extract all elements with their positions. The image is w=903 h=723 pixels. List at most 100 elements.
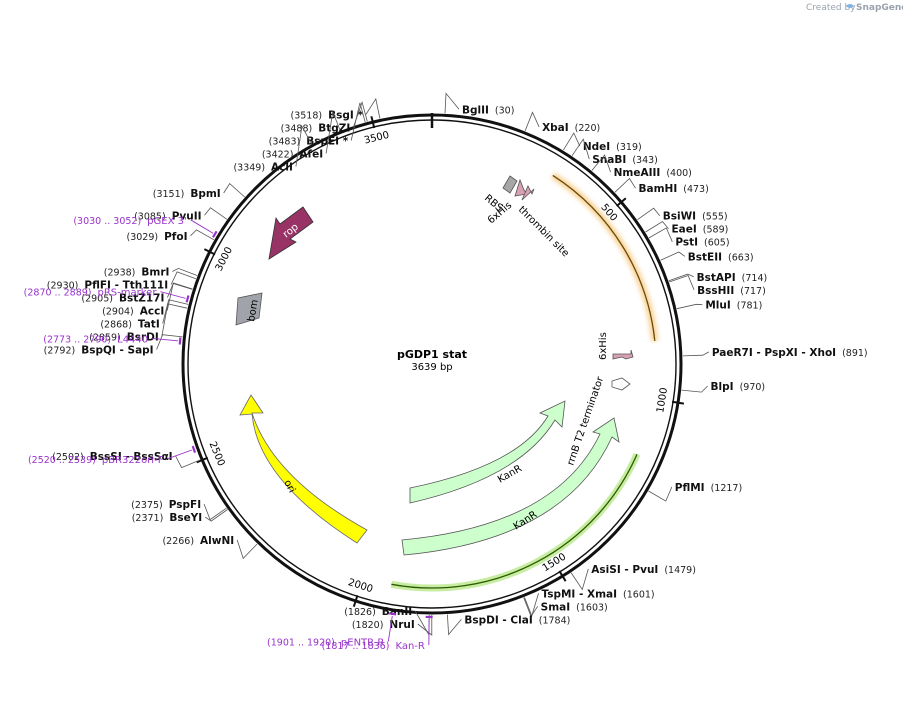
kanr-feature-2[interactable] — [401, 417, 620, 556]
rop-feature[interactable] — [268, 206, 314, 260]
site-name: NdeI — [583, 141, 610, 153]
his-tag-top-feature[interactable] — [514, 178, 528, 197]
site-bstapi[interactable]: BstAPI(714) — [668, 272, 767, 284]
site-bspqi-sapi[interactable]: (2792)BspQI - SapI — [44, 334, 183, 357]
site-blpi[interactable]: BlpI(970) — [681, 381, 766, 393]
primer-pentr-r[interactable]: (1901 .. 1920)pENTR-R — [267, 612, 397, 649]
plasmid-title: pGDP1 stat — [397, 348, 467, 361]
site-bpmi[interactable]: (3151)BpmI — [153, 182, 245, 200]
primer-l4440[interactable]: (2773 .. 2790)L4440 — [43, 334, 182, 345]
tick-500 — [616, 197, 627, 207]
rbs-feature[interactable] — [502, 175, 518, 194]
site-name: SmaI — [541, 601, 571, 613]
primer-pgex-3[interactable]: (3030 .. 3052)pGEX 3' — [73, 216, 218, 238]
ori-feature[interactable] — [239, 394, 368, 544]
site-pspfi[interactable]: (2375)PspFI — [131, 499, 227, 521]
site-pflmi[interactable]: PflMI(1217) — [648, 482, 743, 502]
site-name: AccI — [140, 305, 164, 317]
site-leader-line — [417, 615, 433, 636]
site-leader-line — [325, 110, 341, 154]
site-psti[interactable]: PstI(605) — [648, 227, 730, 249]
site-leader-line — [365, 97, 381, 119]
site-name: BspDI - ClaI — [464, 614, 532, 626]
site-nmeaiii[interactable]: NmeAIII(400) — [591, 154, 692, 179]
site-label: NmeAIII(400) — [614, 167, 692, 179]
primer-pbr322ori-f[interactable]: (2520 .. 2539)pBR322ori-F — [28, 445, 197, 466]
site-bsteii[interactable]: BstEII(663) — [660, 251, 754, 263]
site-name: BssHII — [697, 285, 734, 297]
site-nrui[interactable]: (1820)NruI — [352, 615, 433, 636]
site-acci[interactable]: (2904)AccI — [102, 282, 193, 318]
site-bsiwi[interactable]: BsiWI(555) — [637, 207, 728, 223]
site-leader-line — [172, 267, 198, 276]
site-leader-line — [563, 132, 581, 151]
site-position: (1601) — [623, 589, 655, 600]
site-label: PflMI(1217) — [675, 482, 742, 494]
site-pflfi-tth111i[interactable]: (2930)PflFI - Tth111I — [47, 271, 197, 292]
site-bmri[interactable]: (2938)BmrI — [104, 266, 198, 278]
kanr-feature-1[interactable] — [409, 400, 566, 504]
site-bsssi-bsss-i[interactable]: (2502)BssSI - BssSαI — [52, 451, 201, 469]
site-bspei[interactable]: (3483)BspEI * — [269, 102, 366, 148]
bom-label: bom — [246, 299, 261, 323]
site-xbai[interactable]: XbaI(220) — [524, 111, 600, 134]
site-leader-line — [637, 207, 661, 221]
site-ndei[interactable]: NdeI (319) — [563, 132, 642, 153]
primer-prs-marker[interactable]: (2870 .. 2889)pRS-marker — [24, 288, 190, 303]
primer-kan-r[interactable]: (1817 .. 1836)Kan-R — [322, 615, 433, 652]
site-bseyi[interactable]: (2371)BseYI — [132, 509, 228, 525]
site-snabi[interactable]: SnaBI(343) — [571, 138, 658, 166]
site-tspmi-xmai[interactable]: TspMI - XmaI (1601) — [524, 588, 655, 618]
site-label: AsiSI - PvuI(1479) — [591, 564, 696, 576]
thrombin-feature[interactable] — [521, 185, 535, 201]
site-leader-line — [570, 568, 589, 591]
orf-green-arrow[interactable] — [391, 454, 638, 589]
site-eaei[interactable]: EaeI(589) — [645, 220, 729, 236]
site-bamhi[interactable]: BamHI(473) — [614, 177, 709, 196]
site-bsgi[interactable]: (3518)BsgI * — [291, 97, 381, 122]
site-mlui[interactable]: MluI(781) — [676, 300, 763, 312]
site-bstz17i[interactable]: (2905)BstZ17I — [81, 282, 193, 304]
his-tag-right-feature[interactable] — [612, 349, 634, 360]
site-name: TspMI - XmaI — [541, 588, 617, 600]
site-leader-line — [669, 274, 695, 290]
site-name: PflFI - Tth111I — [84, 279, 168, 291]
site-afei[interactable]: (3422)AfeI — [262, 110, 341, 161]
site-leader-line — [524, 111, 540, 132]
site-bsshii[interactable]: BssHII(717) — [669, 274, 766, 297]
site-alwni[interactable]: (2266)AlwNI — [162, 535, 258, 560]
site-label: EaeI(589) — [671, 224, 728, 236]
site-name: PvuII — [172, 210, 202, 222]
site-leader-line — [170, 271, 197, 285]
site-paer7i-pspxi-xhoi[interactable]: PaeR7I - PspXI - XhoI(891) — [682, 347, 868, 359]
snapgene-credit[interactable]: Created by SnapGene — [806, 3, 903, 13]
primer-leader-line — [167, 449, 193, 460]
site-label: BsiWI(555) — [663, 211, 728, 223]
site-leader-line — [350, 102, 366, 141]
site-position: (1784) — [539, 615, 571, 626]
site-name: BssSI - BssSαI — [90, 451, 173, 463]
site-label: (2859)BsrDI — [89, 331, 159, 343]
tick-2500 — [196, 456, 209, 464]
site-pfoi[interactable]: (3029)PfoI — [127, 229, 215, 243]
bom-feature[interactable] — [235, 292, 263, 326]
site-position: (319) — [616, 142, 642, 153]
site-leader-line — [668, 273, 694, 282]
primer-label: (3030 .. 3052)pGEX 3' — [73, 216, 186, 227]
orf-orange-arrow[interactable] — [552, 174, 656, 341]
terminator-feature[interactable] — [611, 377, 631, 391]
site-bsrdi[interactable]: (2859)BsrDI — [89, 303, 188, 344]
tick-label-1000: 1000 — [655, 387, 670, 414]
site-name: NmeAIII — [614, 167, 661, 179]
site-bspdi-clai[interactable]: BspDI - ClaI (1784) — [447, 614, 571, 636]
site-pvuii[interactable]: (3085)PvuII — [134, 207, 228, 223]
site-leader-line — [444, 92, 460, 114]
site-bglii[interactable]: BglII(30) — [444, 92, 514, 116]
site-acli[interactable]: (3349)AclI — [233, 125, 312, 173]
site-name: AclI — [271, 161, 293, 173]
site-tati[interactable]: (2868)TatI — [100, 299, 189, 331]
site-position: (2938) — [104, 267, 136, 278]
site-smai[interactable]: SmaI(1603) — [523, 597, 608, 618]
site-asisi-pvui[interactable]: AsiSI - PvuI(1479) — [570, 564, 696, 591]
primer-leader-line — [152, 337, 179, 342]
